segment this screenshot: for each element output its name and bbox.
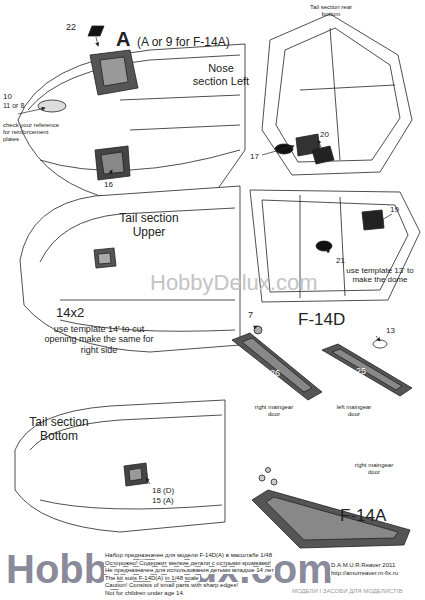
note: use template 14' to cut opening make the… xyxy=(40,324,158,355)
callout-number: 16 xyxy=(104,180,113,189)
callout-number: 13 xyxy=(386,326,395,335)
credit: http://amurreaver.m-fix.ru xyxy=(330,570,399,577)
watermark: HobbyDelux.com xyxy=(150,270,318,295)
callout-number: 17 xyxy=(250,152,259,161)
callout-number: 22 xyxy=(66,22,76,32)
callout-number: 25 xyxy=(356,366,366,376)
section-title: Tail section rear bottom xyxy=(300,4,362,18)
note: use template 13' to make the dome xyxy=(340,266,420,284)
note: check your reference for reinforcement p… xyxy=(3,122,61,143)
safety-note: Not for children under age 14. xyxy=(104,590,185,597)
safety-note: Caution! Consists of small parts with sh… xyxy=(104,582,239,589)
part-name: right maingear door xyxy=(250,404,298,418)
section-title: Tail section Bottom xyxy=(20,416,98,444)
credit: D.A.M.U.R.Reaver 2011 xyxy=(330,562,396,569)
section-title: Tail section Upper xyxy=(110,212,188,240)
note: (A or 9 for F-14A) xyxy=(137,36,230,50)
variant-label: F-14D xyxy=(298,310,345,330)
watermark: МОДЕЛИ І ЗАСОБИ ДЛЯ МОДЕЛИСТІВ xyxy=(292,588,402,595)
part-name: left maingear door xyxy=(330,404,378,418)
safety-note: The kit suits F-14D(A) in 1/48 scale xyxy=(104,575,200,582)
part-name: right maingear door xyxy=(350,462,398,476)
callout-number: 18 (D) xyxy=(152,486,174,495)
callout-number: 7 xyxy=(248,310,253,320)
callout-number: 19 xyxy=(390,205,399,214)
part-letter: A xyxy=(116,28,130,51)
safety-note: Не предназначен для использования детьми… xyxy=(104,567,275,574)
safety-note: Осторожно! Содержит мелкие детали с остр… xyxy=(104,560,272,567)
variant-label: F-14A xyxy=(340,506,386,526)
callout-number: 14x2 xyxy=(56,306,84,321)
callout-number: 26 xyxy=(270,368,280,378)
callout-number: 15 (A) xyxy=(152,496,174,505)
callout-number: 21 xyxy=(336,256,345,265)
safety-note: Набор предназначен для модели F-14D(A) в… xyxy=(104,552,273,559)
callout-number: 20 xyxy=(320,130,329,139)
callout-number: 11 or 8 xyxy=(3,102,24,110)
section-title: Nose section Left xyxy=(190,62,252,87)
callout-number: 10 xyxy=(3,92,12,101)
